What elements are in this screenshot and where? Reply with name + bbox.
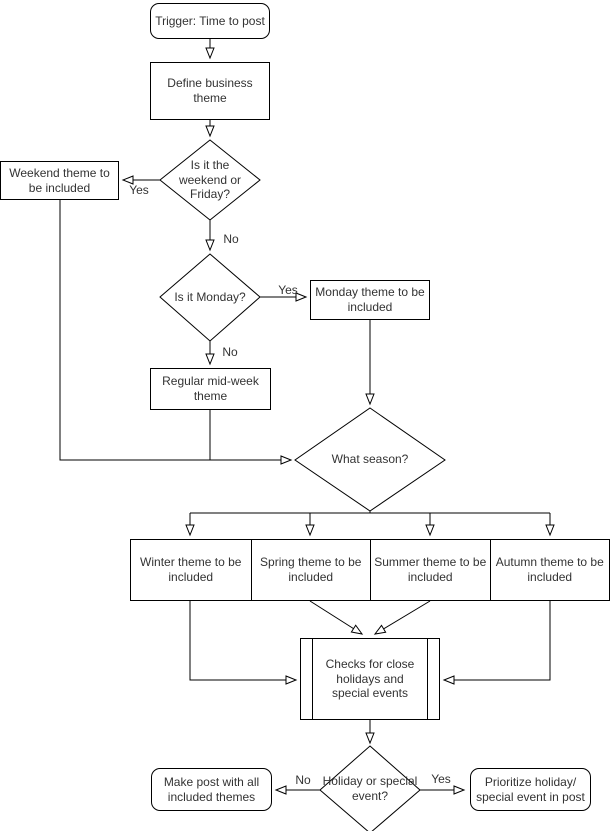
node-make-post-label: Make post with all included themes — [163, 774, 260, 804]
edge-summer-checks — [373, 600, 431, 635]
decision-is-weekend-label: Is it the weekend or Friday? — [178, 158, 242, 202]
edge-label-is-monday-yes: Yes — [278, 283, 298, 297]
node-weekend-theme-label: Weekend theme to be included — [9, 165, 110, 195]
node-winter-theme: Winter theme to be included — [131, 540, 251, 600]
node-define-theme-label: Define business theme — [167, 76, 253, 105]
node-weekend-theme: Weekend theme to be included — [0, 161, 119, 200]
decision-is-weekend-shape — [159, 139, 261, 221]
node-define-theme: Define business theme — [150, 62, 270, 120]
decision-is-holiday-shape — [319, 745, 421, 831]
decision-is-monday-shape — [159, 253, 261, 342]
edge-label-is-holiday-no: No — [295, 773, 311, 787]
node-summer-theme-label: Summer theme to be included — [374, 555, 487, 584]
decision-is-monday-label: Is it Monday? — [174, 289, 246, 304]
node-midweek-theme: Regular mid-week theme — [150, 368, 271, 410]
edge-weekend-season — [59, 200, 293, 465]
decision-what-season-shape — [294, 407, 446, 512]
decision-is-holiday-label: Holiday or special event? — [322, 774, 418, 803]
node-winter-theme-label: Winter theme to be included — [140, 555, 242, 584]
node-monday-theme-label: Monday theme to be included — [315, 285, 425, 314]
edge-winter-checks — [189, 601, 298, 685]
edge-label-is-weekend-no: No — [223, 232, 239, 246]
node-make-post: Make post with all included themes — [151, 768, 272, 811]
node-midweek-theme-label: Regular mid-week theme — [162, 374, 259, 403]
edge-label-is-monday-no: No — [222, 345, 238, 359]
node-trigger: Trigger: Time to post — [150, 3, 270, 39]
node-spring-theme: Spring theme to be included — [250, 540, 371, 600]
node-prioritize-holiday: Prioritize holiday/ special event in pos… — [470, 768, 591, 811]
node-check-holidays-label: Checks for close holidays and special ev… — [325, 657, 415, 701]
edge-label-is-weekend-yes: Yes — [129, 183, 149, 197]
node-autumn-theme: Autumn theme to be included — [489, 540, 610, 600]
node-prioritize-holiday-label: Prioritize holiday/ special event in pos… — [476, 774, 585, 804]
decision-what-season-label: What season? — [331, 451, 409, 466]
edge-autumn-checks — [442, 601, 551, 685]
node-trigger-label: Trigger: Time to post — [155, 13, 265, 28]
node-check-holidays: Checks for close holidays and special ev… — [300, 638, 440, 720]
edge-spring-checks — [309, 600, 364, 635]
edge-label-is-holiday-yes: Yes — [431, 772, 451, 786]
node-spring-theme-label: Spring theme to be included — [260, 555, 362, 584]
node-monday-theme: Monday theme to be included — [310, 280, 430, 320]
node-summer-theme: Summer theme to be included — [370, 540, 490, 600]
season-theme-row: Winter theme to be included Spring theme… — [130, 539, 610, 601]
node-autumn-theme-label: Autumn theme to be included — [495, 555, 604, 584]
